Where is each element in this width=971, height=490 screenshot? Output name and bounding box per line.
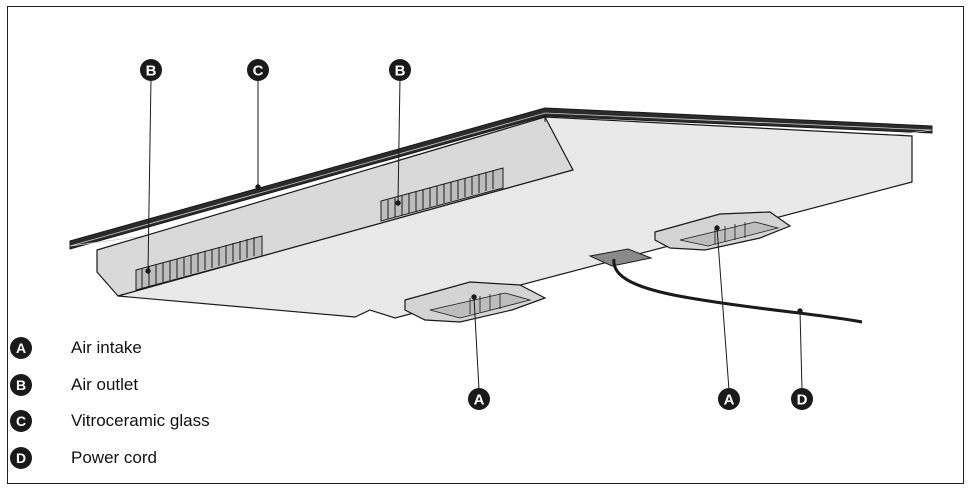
legend-item-air-intake: A Air intake bbox=[10, 330, 210, 367]
callout-b-right: B bbox=[389, 59, 411, 81]
legend-badge: A bbox=[10, 337, 32, 360]
legend-label: Vitroceramic glass bbox=[71, 411, 210, 431]
legend-label: Air intake bbox=[71, 338, 142, 358]
air-outlet-vent-left bbox=[135, 235, 263, 291]
legend-badge: C bbox=[10, 410, 32, 433]
legend-label: Air outlet bbox=[71, 374, 139, 394]
vitroceramic-glass-plate bbox=[69, 107, 933, 250]
air-intake-fan-left bbox=[404, 281, 547, 323]
svg-text:B: B bbox=[146, 63, 157, 80]
legend-item-air-outlet: B Air outlet bbox=[10, 367, 210, 404]
callout-c-glass: C bbox=[247, 59, 269, 81]
legend: A Air intake B Air outlet C Vitroceramic… bbox=[10, 330, 210, 476]
callout-a-left: A bbox=[468, 388, 490, 410]
svg-text:A: A bbox=[474, 392, 485, 409]
svg-text:D: D bbox=[797, 392, 808, 409]
legend-item-power-cord: D Power cord bbox=[10, 440, 210, 477]
power-cord bbox=[588, 248, 863, 324]
callout-d-cord: D bbox=[791, 388, 813, 410]
legend-badge: B bbox=[10, 373, 32, 396]
legend-item-vitroceramic-glass: C Vitroceramic glass bbox=[10, 403, 210, 440]
legend-badge: D bbox=[10, 446, 32, 469]
leader-lines bbox=[145, 77, 803, 391]
callout-b-left: B bbox=[140, 59, 162, 81]
hob-body-underside bbox=[117, 116, 913, 319]
air-outlet-vent-right bbox=[380, 167, 504, 222]
legend-label: Power cord bbox=[71, 447, 157, 467]
svg-text:B: B bbox=[395, 63, 406, 80]
svg-text:C: C bbox=[253, 63, 264, 80]
diagram-frame bbox=[7, 6, 964, 484]
callout-a-right: A bbox=[718, 388, 740, 410]
svg-text:A: A bbox=[724, 392, 735, 409]
air-intake-fan-right bbox=[654, 211, 792, 251]
